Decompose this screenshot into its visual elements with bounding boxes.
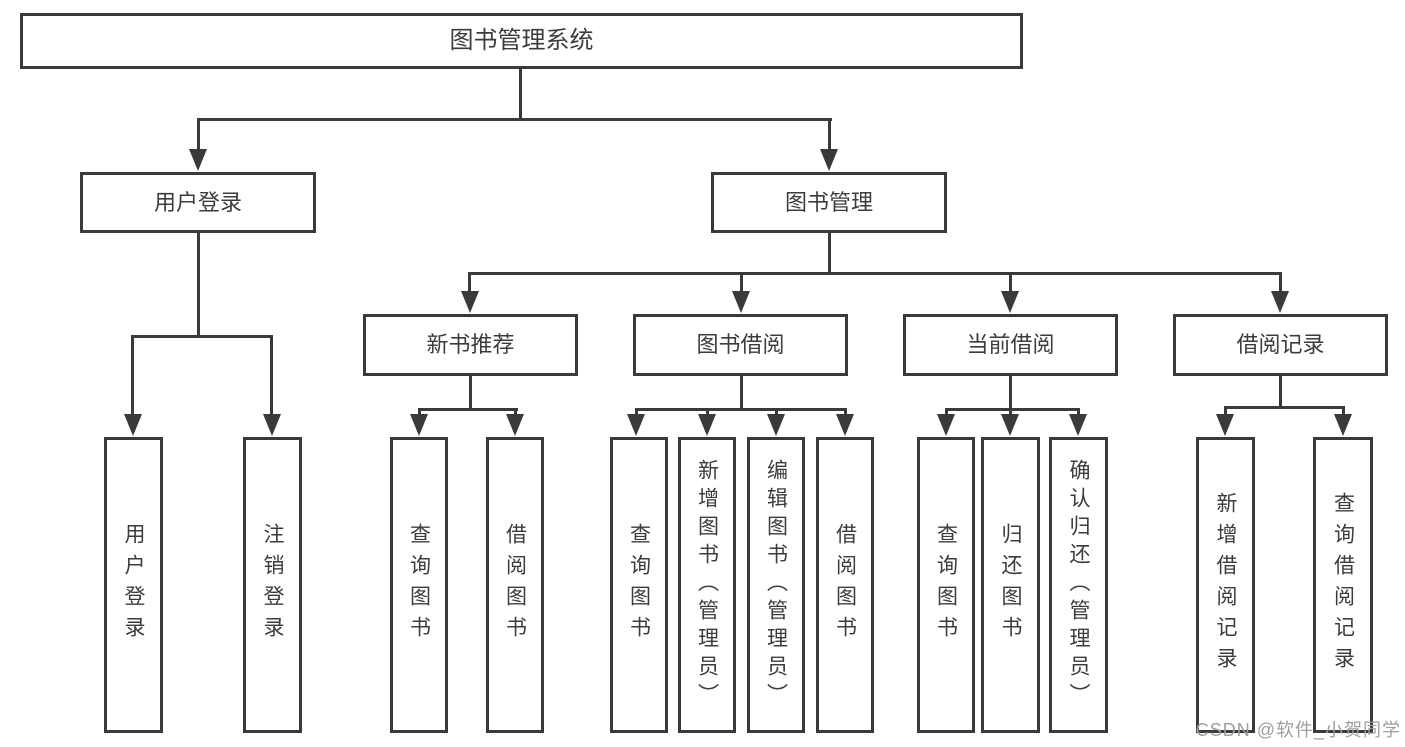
- node-current-borrowing: 当前借阅: [903, 314, 1118, 376]
- connector-line: [844, 408, 847, 418]
- leaf-edit-books-admin: 编辑图书（管理员）: [747, 437, 805, 733]
- connector-line: [131, 335, 134, 418]
- arrowhead-icon: [698, 414, 716, 436]
- node-label: 图书管理系统: [449, 27, 594, 54]
- node-borrowing-records: 借阅记录: [1173, 314, 1388, 376]
- arrowhead-icon: [1001, 414, 1019, 436]
- arrowhead-icon: [1001, 291, 1019, 313]
- node-label: 用户登录: [153, 189, 242, 215]
- connector-line: [418, 408, 518, 411]
- leaf-borrow-books-recommend: 借阅图书: [486, 437, 544, 733]
- connector-line: [197, 118, 200, 152]
- connector-line: [828, 233, 831, 274]
- node-book-management: 图书管理: [711, 172, 947, 233]
- node-label: 查询借阅记录: [1331, 492, 1355, 678]
- arrowhead-icon: [937, 414, 955, 436]
- leaf-query-books-current: 查询图书: [917, 437, 975, 733]
- connector-line: [514, 408, 517, 418]
- leaf-query-books-recommend: 查询图书: [390, 437, 448, 733]
- arrowhead-icon: [732, 291, 750, 313]
- connector-line: [635, 408, 847, 411]
- arrowhead-icon: [1216, 414, 1234, 436]
- node-label: 当前借阅: [966, 332, 1055, 357]
- connector-line: [270, 335, 273, 418]
- leaf-query-books-borrow: 查询图书: [610, 437, 668, 733]
- node-label: 新书推荐: [426, 332, 515, 357]
- connector-line: [1009, 272, 1012, 295]
- node-label: 图书管理: [784, 189, 873, 215]
- node-new-book-recommendation: 新书推荐: [363, 314, 578, 376]
- connector-line: [469, 376, 472, 410]
- arrowhead-icon: [767, 414, 785, 436]
- connector-line: [1342, 406, 1345, 418]
- arrowhead-icon: [263, 414, 281, 436]
- arrowhead-icon: [124, 414, 142, 436]
- node-label: 确认归还（管理员）: [1067, 459, 1090, 711]
- connector-line: [740, 272, 743, 295]
- csdn-watermark: CSDN @软件_小贺同学: [1195, 720, 1401, 740]
- connector-line: [945, 408, 1080, 411]
- leaf-confirm-return-admin: 确认归还（管理员）: [1049, 437, 1108, 733]
- connector-line: [635, 408, 638, 418]
- node-label: 借阅图书: [503, 523, 527, 647]
- arrowhead-icon: [1069, 414, 1087, 436]
- connector-line: [468, 272, 1282, 275]
- connector-line: [1009, 408, 1012, 418]
- arrowhead-icon: [189, 149, 207, 171]
- connector-line: [519, 68, 522, 118]
- arrowhead-icon: [820, 149, 838, 171]
- node-label: 用户登录: [122, 523, 145, 647]
- node-book-borrowing: 图书借阅: [633, 314, 848, 376]
- connector-line: [1224, 406, 1345, 409]
- arrowhead-icon: [836, 414, 854, 436]
- connector-line: [418, 408, 421, 418]
- arrowhead-icon: [627, 414, 645, 436]
- connector-line: [131, 335, 273, 338]
- arrowhead-icon: [506, 414, 524, 436]
- connector-line: [740, 376, 743, 410]
- connector-line: [1224, 406, 1227, 418]
- connector-line: [828, 118, 831, 152]
- connector-line: [1279, 376, 1282, 408]
- arrowhead-icon: [1334, 414, 1352, 436]
- connector-line: [1279, 272, 1282, 295]
- leaf-borrow-books: 借阅图书: [816, 437, 874, 733]
- arrowhead-icon: [1271, 291, 1289, 313]
- node-label: 归还图书: [999, 523, 1022, 647]
- leaf-user-login: 用户登录: [104, 437, 163, 733]
- connector-line: [197, 118, 832, 121]
- node-root-book-management-system: 图书管理系统: [20, 13, 1023, 69]
- leaf-query-borrow-record: 查询借阅记录: [1313, 437, 1373, 733]
- leaf-return-books: 归还图书: [981, 437, 1040, 733]
- connector-line: [706, 408, 709, 418]
- node-label: 查询图书: [407, 523, 431, 647]
- node-label: 编辑图书（管理员）: [764, 459, 788, 711]
- leaf-logout: 注销登录: [243, 437, 302, 733]
- arrowhead-icon: [461, 291, 479, 313]
- connector-line: [468, 272, 471, 295]
- connector-line: [945, 408, 948, 418]
- node-label: 注销登录: [261, 523, 284, 647]
- node-label: 借阅记录: [1236, 332, 1325, 357]
- connector-line: [775, 408, 778, 418]
- node-label: 图书借阅: [696, 332, 785, 357]
- leaf-add-borrow-record: 新增借阅记录: [1196, 437, 1255, 733]
- leaf-add-books-admin: 新增图书（管理员）: [678, 437, 736, 733]
- node-label: 查询图书: [627, 523, 651, 647]
- connector-line: [1009, 376, 1012, 410]
- arrowhead-icon: [410, 414, 428, 436]
- connector-line: [1077, 408, 1080, 418]
- connector-line: [197, 233, 200, 335]
- node-label: 查询图书: [934, 523, 958, 647]
- node-label: 新增图书（管理员）: [695, 459, 719, 711]
- node-label: 新增借阅记录: [1214, 492, 1237, 678]
- node-user-login: 用户登录: [80, 172, 316, 233]
- node-label: 借阅图书: [833, 523, 857, 647]
